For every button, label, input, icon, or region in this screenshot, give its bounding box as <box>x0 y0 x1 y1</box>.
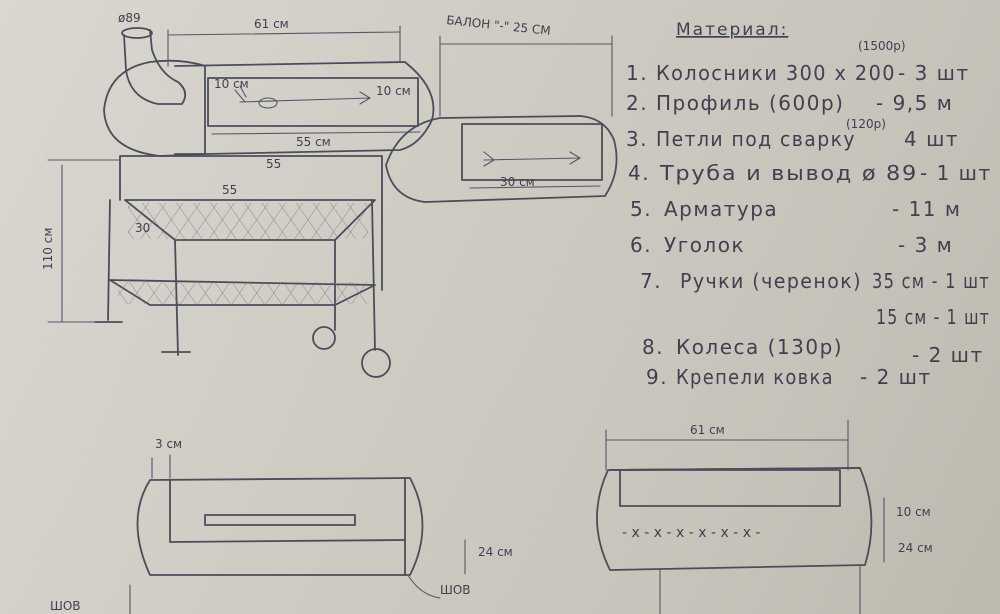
material-item: 7. Ручки (черенок) 35 см - 1 шт <box>640 269 990 293</box>
svg-text:Колеса (130р): Колеса (130р) <box>676 335 843 359</box>
dim-frame-top: 55 <box>266 157 281 171</box>
main-handle <box>239 91 372 105</box>
main-door <box>207 77 419 127</box>
handle-knob <box>258 97 278 109</box>
dim-main-door-width: 55 см <box>296 135 331 149</box>
pipe-top <box>121 27 153 39</box>
svg-text:Уголок: Уголок <box>664 233 745 257</box>
svg-text:15 см - 1 шт: 15 см - 1 шт <box>876 305 990 329</box>
dim-height: 110 см <box>41 228 55 270</box>
feet <box>94 321 191 353</box>
firebox <box>103 59 206 157</box>
svg-text:Труба и вывод ø 89: Труба и вывод ø 89 <box>659 161 918 185</box>
svg-text:7.: 7. <box>640 269 662 293</box>
side-door <box>461 123 603 181</box>
main-smoker-drawing <box>47 25 618 378</box>
material-item: 1. Колосники 300 х 200 - 3 шт <box>626 61 970 85</box>
dim-balloon: БАЛОН "-" 25 СМ <box>446 13 552 38</box>
material-item: 5. Арматура - 11 м <box>630 197 961 221</box>
dim-top-width-right: 61 см <box>690 423 725 437</box>
dim-handle-offset-left: 10 см <box>214 77 249 91</box>
label-seam-left: ШОВ <box>50 599 81 613</box>
material-item: 6. Уголок - 3 м <box>630 233 953 257</box>
material-item: 9. Крепели ковка - 2 шт <box>646 365 932 389</box>
svg-text:Колосники 300 х 200: Колосники 300 х 200 <box>656 61 896 85</box>
svg-text:6.: 6. <box>630 233 652 257</box>
frame <box>107 155 383 356</box>
material-item: 4. Труба и вывод ø 89 - 1 шт <box>628 161 992 185</box>
svg-text:- 9,5 м: - 9,5 м <box>876 91 953 115</box>
svg-text:- 1 шт: - 1 шт <box>920 161 992 185</box>
svg-text:Ручки (черенок): Ручки (черенок) <box>680 269 862 293</box>
svg-text:Крепели ковка: Крепели ковка <box>676 365 834 389</box>
svg-text:Петли под сварку: Петли под сварку <box>656 127 856 151</box>
dim-main-width: 61 см <box>254 17 289 31</box>
label-seam-right: ШОВ <box>440 583 471 597</box>
svg-text:- x - x - x - x - x - x -: - x - x - x - x - x - x - <box>622 525 760 541</box>
wheel-left <box>312 326 336 350</box>
svg-text:5.: 5. <box>630 197 652 221</box>
dim-gap-24: 24 см <box>898 541 933 555</box>
materials-list: 1. Колосники 300 х 200 - 3 шт 2. Профиль… <box>626 61 992 389</box>
wheel-right <box>361 348 391 378</box>
material-item: 3. Петли под сварку (120р) 4 шт <box>626 117 959 151</box>
side-barrel <box>385 115 618 203</box>
svg-text:1.: 1. <box>626 61 648 85</box>
dim-side-door: 30 см <box>500 175 535 189</box>
svg-text:Арматура: Арматура <box>664 197 778 221</box>
svg-text:3.: 3. <box>626 127 648 151</box>
dim-shelf-depth: 30 <box>135 221 150 235</box>
svg-text:35 см - 1 шт: 35 см - 1 шт <box>872 269 990 293</box>
chimney-pipe <box>123 29 187 105</box>
arrow-left <box>234 85 247 103</box>
title-price: (1500р) <box>858 39 906 53</box>
svg-text:4 шт: 4 шт <box>904 127 959 151</box>
svg-text:- 11 м: - 11 м <box>892 197 961 221</box>
dim-61-line <box>167 31 401 36</box>
svg-text:- 3 м: - 3 м <box>898 233 953 257</box>
material-item: 8. Колеса (130р) - 2 шт <box>642 335 984 367</box>
dim-door-drop: 24 см <box>478 545 513 559</box>
svg-text:8.: 8. <box>642 335 664 359</box>
door-detail-right: - x - x - x - x - x - x - <box>596 419 885 614</box>
dim-handle-offset-right: 10 см <box>376 84 411 98</box>
dim-pipe-diameter: ø89 <box>118 11 141 25</box>
door-detail-left <box>129 454 466 614</box>
svg-text:2.: 2. <box>626 91 648 115</box>
dim-flange: 3 см <box>155 437 182 451</box>
svg-text:9.: 9. <box>646 365 668 389</box>
svg-text:- 2 шт: - 2 шт <box>912 343 984 367</box>
side-handle <box>483 151 582 167</box>
material-item: 15 см - 1 шт <box>876 305 990 329</box>
dim-shelf-width: 55 <box>222 183 237 197</box>
svg-text:- 3 шт: - 3 шт <box>898 61 970 85</box>
svg-text:(120р): (120р) <box>846 117 886 131</box>
material-item: 2. Профиль (600р) - 9,5 м <box>626 91 953 115</box>
materials-title: Материал: <box>676 20 788 40</box>
dim-gap-10: 10 см <box>896 505 931 519</box>
svg-text:Профиль (600р): Профиль (600р) <box>656 91 844 115</box>
svg-text:- 2 шт: - 2 шт <box>860 365 932 389</box>
svg-text:4.: 4. <box>628 161 650 185</box>
